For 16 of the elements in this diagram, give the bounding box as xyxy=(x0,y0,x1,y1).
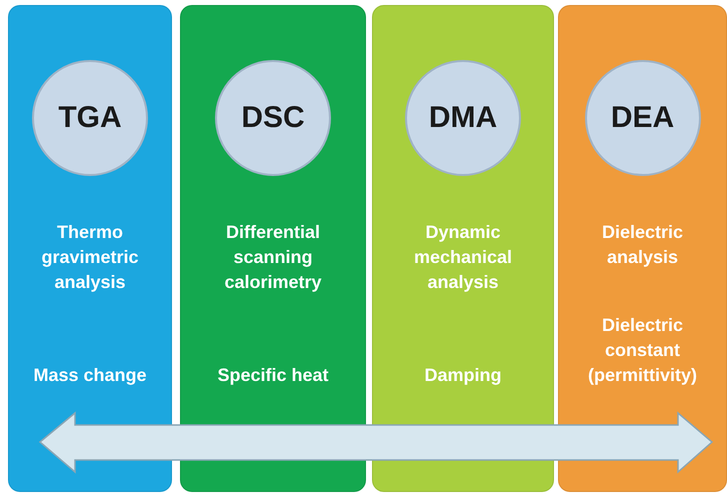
abbreviation: DMA xyxy=(428,101,498,135)
abbreviation: DEA xyxy=(610,101,674,135)
method-name: Thermo gravimetric analysis xyxy=(40,221,140,294)
measured-property: Mass change xyxy=(32,364,148,387)
column-panel xyxy=(8,5,172,492)
abbreviation: DSC xyxy=(241,101,305,135)
measured-property: Specific heat xyxy=(216,364,330,387)
method-name: Dielectric analysis xyxy=(600,221,684,269)
column-panel xyxy=(372,5,554,492)
method-name: Dynamic mechanical analysis xyxy=(412,221,514,294)
measured-property: Dielectric constant (permittivity) xyxy=(586,314,698,387)
method-name: Differential scanning calorimetry xyxy=(223,221,323,294)
abbreviation: TGA xyxy=(58,101,122,135)
column-panel xyxy=(558,5,727,492)
measured-property: Damping xyxy=(423,364,502,387)
column-panel xyxy=(180,5,366,492)
